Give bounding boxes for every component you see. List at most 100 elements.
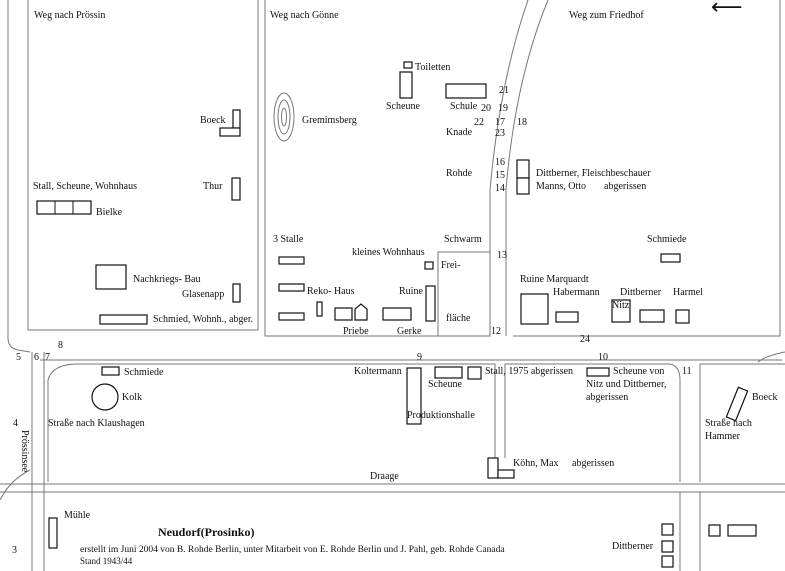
label-flaeche: fläche xyxy=(446,313,471,324)
label-habermann: Habermann xyxy=(553,287,600,298)
label-3-stalle: 3 Stalle xyxy=(273,234,304,245)
dittberner-mid-building xyxy=(639,309,665,323)
label-koehn: Köhn, Max xyxy=(513,458,559,469)
label-boeck-top: Boeck xyxy=(200,115,226,126)
number-18: 18 xyxy=(517,117,527,128)
road-friedhof-left xyxy=(489,0,529,250)
road-label-prossinsee: Prössinsee xyxy=(19,430,30,473)
label-ruine-marquardt: Ruine Marquardt xyxy=(520,274,589,285)
produktionshalle-building xyxy=(406,367,422,425)
nitz-building xyxy=(611,299,631,323)
road-label-friedhof: Weg zum Friedhof xyxy=(569,10,644,21)
ruine-building xyxy=(425,285,436,322)
kolk-pond xyxy=(91,383,119,411)
label-dittberner-fleisch: Dittberner, Fleischbeschauer xyxy=(536,168,651,179)
road-label-klaushagen: Straße nach Klaushagen xyxy=(48,418,145,429)
road-label-prossin: Weg nach Prössin xyxy=(34,10,106,21)
road-left-edge xyxy=(7,0,31,353)
label-nitz: Nitz xyxy=(612,300,630,311)
number-23: 23 xyxy=(495,128,505,139)
road-friedhof-right xyxy=(505,0,549,336)
label-rohde: Rohde xyxy=(446,168,473,179)
road-prossin-block xyxy=(27,0,259,331)
label-gremimsberg: Gremimsberg xyxy=(302,115,357,126)
number-13: 13 xyxy=(497,250,507,261)
road-lower-right-block xyxy=(699,363,785,482)
map-title: Neudorf(Prosinko) xyxy=(158,525,255,539)
number-16: 16 xyxy=(495,157,505,168)
koehn-building xyxy=(487,457,499,479)
kleines-wohnhaus-building xyxy=(424,261,434,270)
stall-1 xyxy=(278,256,305,265)
number-9: 9 xyxy=(417,352,422,363)
priebe-building xyxy=(334,307,353,321)
label-produktionshalle: Produktionshalle xyxy=(407,410,475,421)
schmiede-right-building xyxy=(660,253,681,263)
road-right-curve xyxy=(757,351,785,363)
manns-building xyxy=(516,177,530,195)
label-kleines-wohnhaus: kleines Wohnhaus xyxy=(352,247,425,258)
road-lake-curve xyxy=(0,469,31,501)
label-toiletten: Toiletten xyxy=(415,62,451,73)
number-24: 24 xyxy=(580,334,590,345)
number-19: 19 xyxy=(498,103,508,114)
boeck-right-building xyxy=(725,386,749,422)
label-muehle: Mühle xyxy=(64,510,91,521)
label-frei: Frei- xyxy=(441,260,461,271)
label-kolk: Kolk xyxy=(122,392,142,403)
label-dittberner-bottom: Dittberner xyxy=(612,541,654,552)
label-ruine: Ruine xyxy=(399,286,423,297)
map-credit: erstellt im Juni 2004 von B. Rohde Berli… xyxy=(80,545,505,555)
label-bielke: Bielke xyxy=(96,207,123,218)
number-3: 3 xyxy=(12,545,17,556)
label-manns: Manns, Otto xyxy=(536,181,586,192)
thur-building xyxy=(231,177,241,201)
schmiede-left-building xyxy=(101,366,120,376)
dittberner-bottom-2 xyxy=(661,540,674,553)
number-5: 5 xyxy=(16,352,21,363)
number-15: 15 xyxy=(495,170,505,181)
label-manns-note: abgerissen xyxy=(604,181,647,192)
label-scheune-von-2: Nitz und Dittberner, xyxy=(586,379,667,390)
road-label-hammer-2: Hammer xyxy=(705,431,740,442)
nachkriegs-building xyxy=(95,264,127,290)
label-koehn-note: abgerissen xyxy=(572,458,615,469)
gerke-building xyxy=(382,307,412,321)
dittberner-bottom-3 xyxy=(661,555,674,568)
label-scheune-von-1: Scheune von xyxy=(613,366,665,377)
dittberner-bottom-1 xyxy=(661,523,674,536)
road-label-gonne: Weg nach Gönne xyxy=(270,10,339,21)
label-glasenapp: Glasenapp xyxy=(182,289,225,300)
scheune-von-nitz-building xyxy=(586,367,610,377)
road-label-draage: Draage xyxy=(370,471,399,482)
road-lower-left-block xyxy=(47,363,496,482)
schule-building xyxy=(445,83,487,99)
muehle-building xyxy=(48,517,58,549)
priebe-house xyxy=(354,303,368,321)
stall-1975-building xyxy=(467,366,482,380)
label-gerke: Gerke xyxy=(397,326,422,337)
label-schule: Schule xyxy=(450,101,478,112)
road-lower-mid-block xyxy=(504,363,681,482)
bielke-building xyxy=(36,200,92,215)
glasenapp-building xyxy=(232,283,241,303)
label-harmel: Harmel xyxy=(673,287,703,298)
label-thur: Thur xyxy=(203,181,223,192)
boeck-top-building xyxy=(232,109,241,129)
scheune-mid-building xyxy=(434,366,463,379)
road-freiflache xyxy=(437,251,490,336)
buildings xyxy=(36,61,757,568)
label-priebe: Priebe xyxy=(343,326,369,337)
bottom-right-long xyxy=(727,524,757,537)
label-scheune-top: Scheune xyxy=(386,101,420,112)
label-nachkriegs: Nachkriegs- Bau xyxy=(133,274,201,285)
label-schmied-wohnh: Schmied, Wohnh., abger. xyxy=(153,314,254,325)
number-17: 17 xyxy=(495,117,505,128)
number-20: 20 xyxy=(481,103,491,114)
ruine-marquardt-building xyxy=(520,293,549,325)
number-8: 8 xyxy=(58,340,63,351)
label-reko-haus: Reko- Haus xyxy=(307,286,355,297)
